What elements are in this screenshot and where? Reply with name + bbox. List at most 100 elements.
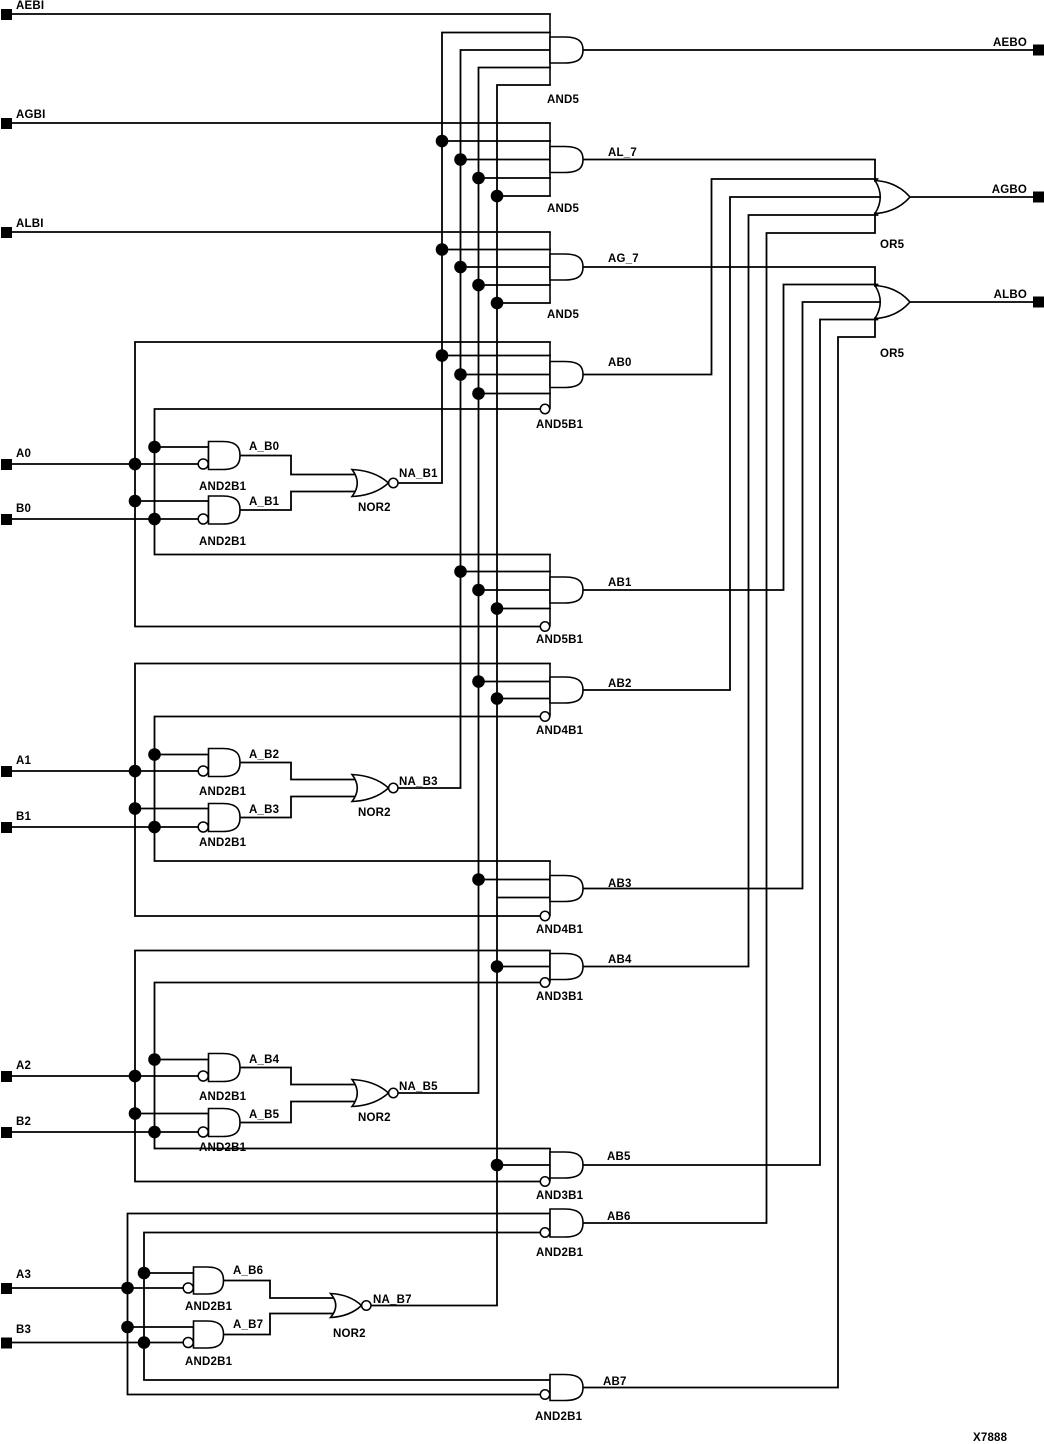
junction-dot <box>435 243 449 256</box>
gate-nor2-4 <box>328 1292 372 1319</box>
gate-and5-al7 <box>549 123 584 196</box>
nor-gate-body <box>350 1078 390 1108</box>
output-bubble <box>387 782 399 794</box>
gate-label-and4b1-ab2: AND4B1 <box>536 725 584 737</box>
input-pin-square-AGBI <box>1 118 12 129</box>
output-pin-square-ALBO <box>1033 296 1044 308</box>
input-pin-square-A3 <box>1 1283 12 1294</box>
net-label-AB1: AB1 <box>608 577 632 589</box>
gate-and4b1-ab3 <box>539 861 584 922</box>
net-label-A_B2: A_B2 <box>249 749 279 761</box>
gate-and5b1-ab0 <box>539 342 584 415</box>
net-label-NA_B3: NA_B3 <box>399 776 438 788</box>
net-label-NA_B7: NA_B7 <box>373 1294 412 1306</box>
junction-dot <box>472 675 485 688</box>
gate-and3b1-ab5 <box>539 1148 584 1187</box>
and-gate-body <box>192 1266 225 1295</box>
junction-dot <box>490 960 504 973</box>
net-label-AB4: AB4 <box>608 954 632 966</box>
and-gate-body <box>549 145 584 174</box>
input-bubble <box>539 1227 551 1238</box>
junction-dot <box>128 457 142 471</box>
input-pin-square-A1 <box>1 766 12 777</box>
and-gate-body <box>207 802 241 833</box>
junction-dot <box>454 260 467 274</box>
gate-label-nor2-3: NOR2 <box>358 1112 391 1124</box>
junction-dot <box>128 1107 142 1120</box>
or-gate-body <box>873 179 912 215</box>
gate-label-and2b1-ab3a: AND2B1 <box>199 837 247 849</box>
input-bubble <box>197 821 209 833</box>
net-label-A_B4: A_B4 <box>249 1054 280 1066</box>
input-pin-label-B0: B0 <box>16 503 31 515</box>
output-pin-label-AEBO: AEBO <box>993 37 1027 49</box>
junction-dot <box>472 171 485 185</box>
net-label-NA_B5: NA_B5 <box>399 1081 438 1093</box>
gate-label-and5b1-ab0: AND5B1 <box>536 419 584 431</box>
gate-and2b1-ab2a <box>197 747 241 778</box>
gate-and2b1-ab3a <box>197 802 241 833</box>
wire <box>239 454 359 476</box>
gate-and3b1-ab4 <box>539 950 584 988</box>
gate-and2b1-ab6 <box>539 1208 584 1238</box>
input-pin-label-B1: B1 <box>16 811 32 823</box>
input-pin-label-A2: A2 <box>16 1060 31 1072</box>
or-gate-body <box>873 284 912 320</box>
and-gate-body <box>192 1320 225 1349</box>
gate-and2b1-ab6a <box>182 1266 225 1295</box>
wire <box>396 49 551 789</box>
wire <box>582 158 876 182</box>
and-gate-body <box>549 874 584 903</box>
input-bubble <box>182 1336 194 1349</box>
output-pin-label-ALBO: ALBO <box>994 289 1027 301</box>
and-gate-body <box>207 747 241 778</box>
net-label-AL_7: AL_7 <box>608 147 637 159</box>
net-label-A_B5: A_B5 <box>249 1109 280 1121</box>
input-pin-label-ALBI: ALBI <box>16 218 44 230</box>
junction-dot <box>454 153 467 166</box>
wire <box>143 1231 551 1381</box>
input-bubble <box>197 513 209 525</box>
and-gate-body <box>207 1107 241 1138</box>
wire <box>239 795 359 819</box>
wire <box>582 196 882 691</box>
input-bubble <box>197 1070 209 1082</box>
junction-dot <box>128 1069 142 1083</box>
gate-label-and2b1-ab4a: AND2B1 <box>199 1091 247 1103</box>
wire <box>582 178 879 376</box>
wire <box>582 317 876 1389</box>
gate-and2b1-ab7 <box>539 1373 584 1402</box>
gate-and2b1-ab1a <box>197 495 241 525</box>
gate-nor2-1 <box>350 468 399 498</box>
input-pin-square-A2 <box>1 1071 12 1082</box>
junction-dot <box>454 368 467 381</box>
junction-dot <box>137 1336 151 1349</box>
and-gate-body <box>549 253 584 281</box>
junction-dot <box>137 1266 151 1280</box>
input-bubble <box>539 621 551 632</box>
wire <box>239 1066 359 1086</box>
input-bubble <box>539 910 551 922</box>
gate-label-and2b1-ab5a: AND2B1 <box>199 1142 247 1154</box>
junction-dot <box>148 1125 161 1139</box>
nor-gate-body <box>350 773 390 803</box>
gate-label-and4b1-ab3: AND4B1 <box>536 924 584 936</box>
input-bubble <box>197 765 209 777</box>
wire <box>126 1212 551 1396</box>
gate-or5-albo <box>873 284 912 320</box>
wire <box>396 66 551 1094</box>
gate-nor2-2 <box>350 773 399 803</box>
input-pin-label-B3: B3 <box>16 1324 31 1336</box>
gate-label-and2b1-ab7: AND2B1 <box>535 1411 583 1423</box>
input-pin-square-B3 <box>1 1337 12 1349</box>
input-pin-square-AEBI <box>1 9 12 20</box>
net-label-AB7: AB7 <box>603 1376 627 1388</box>
input-pin-label-A0: A0 <box>16 448 31 460</box>
input-bubble <box>182 1282 194 1294</box>
nor-gate-body <box>328 1292 363 1319</box>
gate-and4b1-ab2 <box>539 663 584 722</box>
and-gate-body <box>549 1373 584 1402</box>
wire <box>134 662 551 917</box>
wire <box>239 761 359 781</box>
